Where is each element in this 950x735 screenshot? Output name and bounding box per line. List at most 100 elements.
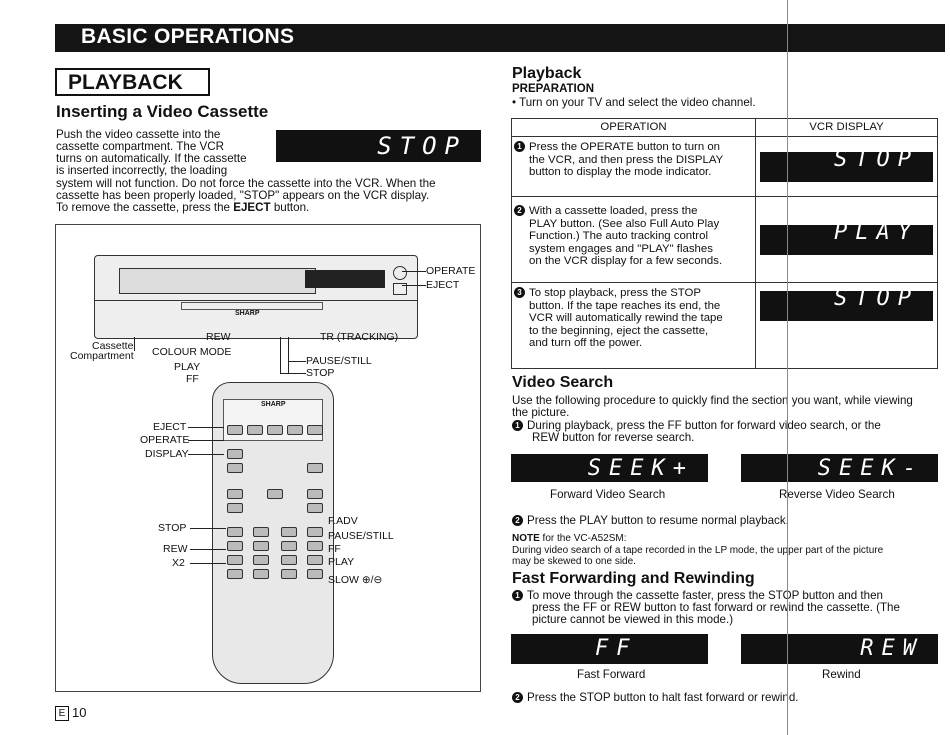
remote-label-fadv: F.ADV [328, 515, 358, 527]
step-text: on the VCR display for a few seconds. [529, 255, 723, 267]
caption-reverse-search: Reverse Video Search [779, 488, 895, 501]
remote-button [227, 449, 243, 459]
note-model: for the VC-A52SM: [539, 533, 627, 544]
step-text: Function.) The auto tracking control [529, 230, 708, 242]
step-number: 1 [514, 141, 525, 153]
remote-label-pause-still: PAUSE/STILL [328, 530, 394, 542]
leader-line [188, 427, 224, 428]
label-stop: STOP [306, 367, 335, 379]
leader-line [190, 528, 226, 529]
step-text: button to display the mode indicator. [529, 166, 712, 178]
vcr-illustration: SHARP OPERATE EJECT REW TR (TRACKING) Ca… [55, 224, 481, 692]
step-number: 1 [512, 420, 523, 432]
header-banner: BASIC OPERATIONS [55, 24, 945, 52]
remote-button [281, 541, 297, 551]
vcr-button-row [181, 302, 323, 310]
remote-label-play: PLAY [328, 556, 355, 568]
lcd-text: STOP [834, 286, 919, 311]
table-row: 1 Press the OPERATE button to turn on the… [511, 136, 938, 197]
remote-button [227, 555, 243, 565]
insert-para-3: turns on automatically. If the cassette [56, 152, 247, 165]
display-cell: STOP [755, 136, 938, 197]
vs-step-2-text: Press the PLAY button to resume normal p… [527, 514, 789, 527]
leader-line [288, 337, 289, 373]
ff-step-1b: press the FF or REW button to fast forwa… [532, 601, 900, 614]
leader-line [188, 454, 224, 455]
step-text: button. If the tape reaches its end, the [529, 299, 721, 312]
leader-line [134, 337, 135, 351]
remote-control-illustration: SHARP [212, 382, 334, 684]
step-text: to the beginning, eject the cassette, [529, 324, 709, 337]
remote-label-eject: EJECT [153, 421, 187, 433]
remote-button [281, 527, 297, 537]
remote-button [253, 541, 269, 551]
leader-line [288, 361, 306, 362]
label-play: PLAY [174, 361, 201, 373]
lcd-stop-insert-text: STOP [377, 132, 467, 160]
remote-label-stop: STOP [158, 522, 187, 534]
preparation-text: • Turn on your TV and select the video c… [512, 96, 756, 109]
ff-step-1c: picture cannot be viewed in this mode.) [532, 613, 734, 626]
insert-para-2: cassette compartment. The VCR [56, 140, 224, 153]
remote-button [287, 425, 303, 435]
leader-line [188, 440, 224, 441]
lcd-display: PLAY [760, 219, 933, 255]
lcd-text: SEEK- [817, 456, 924, 481]
leader-line [280, 337, 281, 373]
step-text: Press the OPERATE button to turn on [529, 141, 720, 153]
remote-button [253, 555, 269, 565]
vs-step-1b: REW button for reverse search. [532, 431, 695, 444]
label-rew: REW [206, 331, 231, 343]
step-line: 1 Press the OPERATE button to turn on [514, 141, 753, 154]
insert-para-6: cassette has been properly loaded, "STOP… [56, 189, 430, 202]
ff-step-2: 2 Press the STOP button to halt fast forw… [512, 691, 799, 705]
operation-cell: 1 Press the OPERATE button to turn on the… [511, 136, 756, 197]
page-lang-box: E [55, 706, 69, 721]
note-text-1: During video search of a tape recorded i… [512, 545, 884, 556]
section-title: PLAYBACK [68, 71, 183, 94]
remote-button [227, 463, 243, 473]
remove-prefix: To remove the cassette, press the [56, 201, 234, 214]
video-search-title: Video Search [512, 374, 614, 391]
remote-button [227, 425, 243, 435]
ff-step-2-text: Press the STOP button to halt fast forwa… [527, 691, 799, 704]
ffrew-title: Fast Forwarding and Rewinding [512, 570, 755, 587]
step-text: system engages and "PLAY" flashes [529, 242, 713, 255]
remote-button [307, 527, 323, 537]
step-number: 2 [512, 692, 523, 704]
remote-button [227, 503, 243, 513]
banner-title: BASIC OPERATIONS [81, 25, 295, 48]
leader-line [190, 549, 226, 550]
insert-para-5: system will not function. Do not force t… [56, 177, 436, 190]
operate-knob-icon [393, 266, 407, 280]
vs-step-1a: During playback, press the FF button for… [527, 419, 881, 432]
step-text: the VCR, and then press the DISPLAY [529, 153, 724, 166]
remote-button [253, 527, 269, 537]
lcd-text: FF [595, 636, 638, 661]
remote-button [267, 489, 283, 499]
step-text: To stop playback, press the STOP [529, 287, 701, 299]
cassette-slot [119, 268, 316, 294]
remote-label-rew: REW [163, 543, 188, 555]
remote-label-x2: X2 [172, 557, 185, 569]
label-pause-still: PAUSE/STILL [306, 355, 372, 367]
scan-fold-line [787, 0, 788, 735]
page-number: 10 [72, 705, 87, 720]
lcd-seek-forward: SEEK+ [511, 454, 708, 482]
ff-step-1a: To move through the cassette faster, pre… [527, 589, 883, 602]
remote-button [227, 527, 243, 537]
remote-button [307, 425, 323, 435]
display-cell: STOP [755, 282, 938, 369]
insert-para-1: Push the video cassette into the [56, 128, 221, 141]
lcd-text: PLAY [834, 219, 919, 245]
vs-text-2: the picture. [512, 406, 570, 419]
remove-instruction: To remove the cassette, press the EJECT … [56, 201, 309, 215]
remote-button [281, 555, 297, 565]
